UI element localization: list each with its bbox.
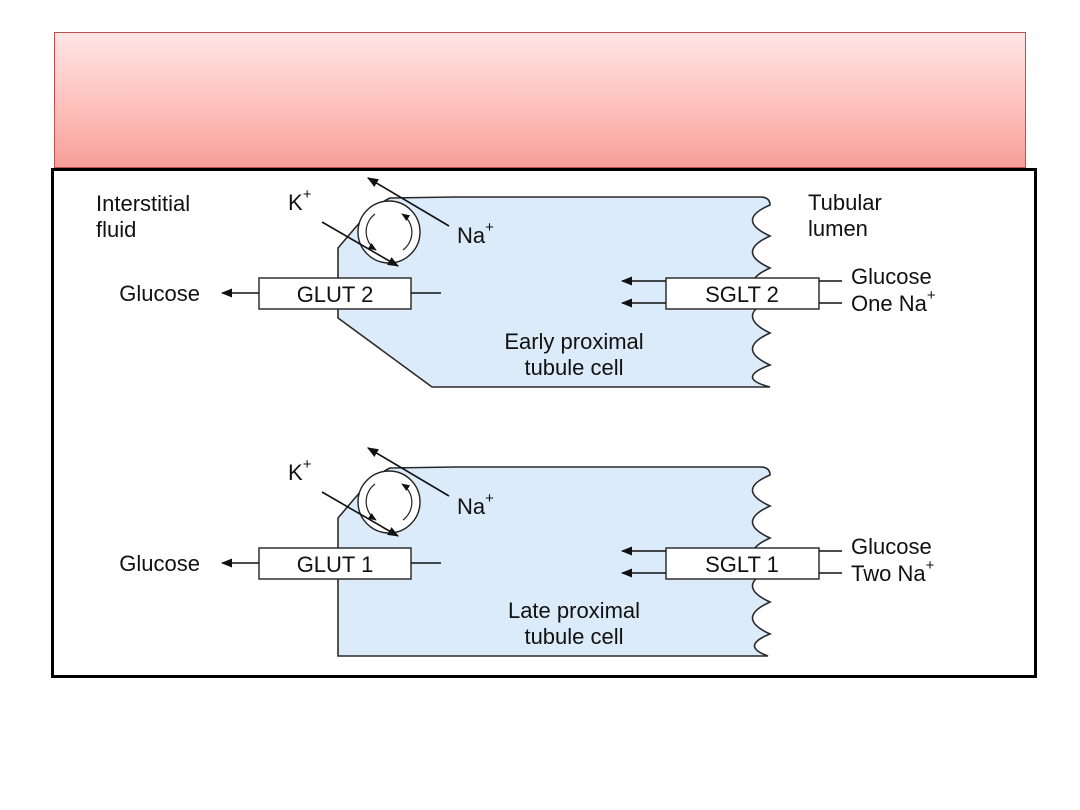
early-k-influx-arrow xyxy=(321,221,399,267)
late-cell-label-line1: Late proximal xyxy=(508,598,640,623)
late-na-k-pump xyxy=(321,447,450,537)
title-banner xyxy=(54,32,1026,168)
glut2-label: GLUT 2 xyxy=(297,282,374,307)
late-k-label: K+ xyxy=(288,456,312,485)
late-k-influx-arrow xyxy=(321,491,399,537)
interstitial-label-line2: fluid xyxy=(96,217,136,242)
early-na-label: Na+ xyxy=(457,219,494,248)
late-sodium-label: Two Na+ xyxy=(851,557,935,586)
glut1-transporter xyxy=(258,547,412,580)
late-cell-label-line2: tubule cell xyxy=(524,624,623,649)
early-na-efflux-arrow xyxy=(367,177,450,227)
sglt2-transporter xyxy=(665,277,820,310)
early-glucose-out-label: Glucose xyxy=(119,281,200,306)
early-k-label: K+ xyxy=(288,186,312,215)
glut1-label: GLUT 1 xyxy=(297,552,374,577)
sglt1-label: SGLT 1 xyxy=(705,552,779,577)
lumen-label-line2: lumen xyxy=(808,216,868,241)
late-glucose-in-label: Glucose xyxy=(851,534,932,559)
early-cell-label-line2: tubule cell xyxy=(524,355,623,380)
sglt2-label: SGLT 2 xyxy=(705,282,779,307)
early-sodium-label: One Na+ xyxy=(851,287,936,316)
sglt1-transporter xyxy=(665,547,820,580)
interstitial-label-line1: Interstitial xyxy=(96,191,190,216)
early-cell-label-line1: Early proximal xyxy=(504,329,643,354)
lumen-label-line1: Tubular xyxy=(808,190,882,215)
late-na-label: Na+ xyxy=(457,490,494,519)
late-na-efflux-arrow xyxy=(367,447,450,497)
late-glucose-out-label: Glucose xyxy=(119,551,200,576)
early-glucose-in-label: Glucose xyxy=(851,264,932,289)
early-na-k-pump xyxy=(321,177,450,267)
